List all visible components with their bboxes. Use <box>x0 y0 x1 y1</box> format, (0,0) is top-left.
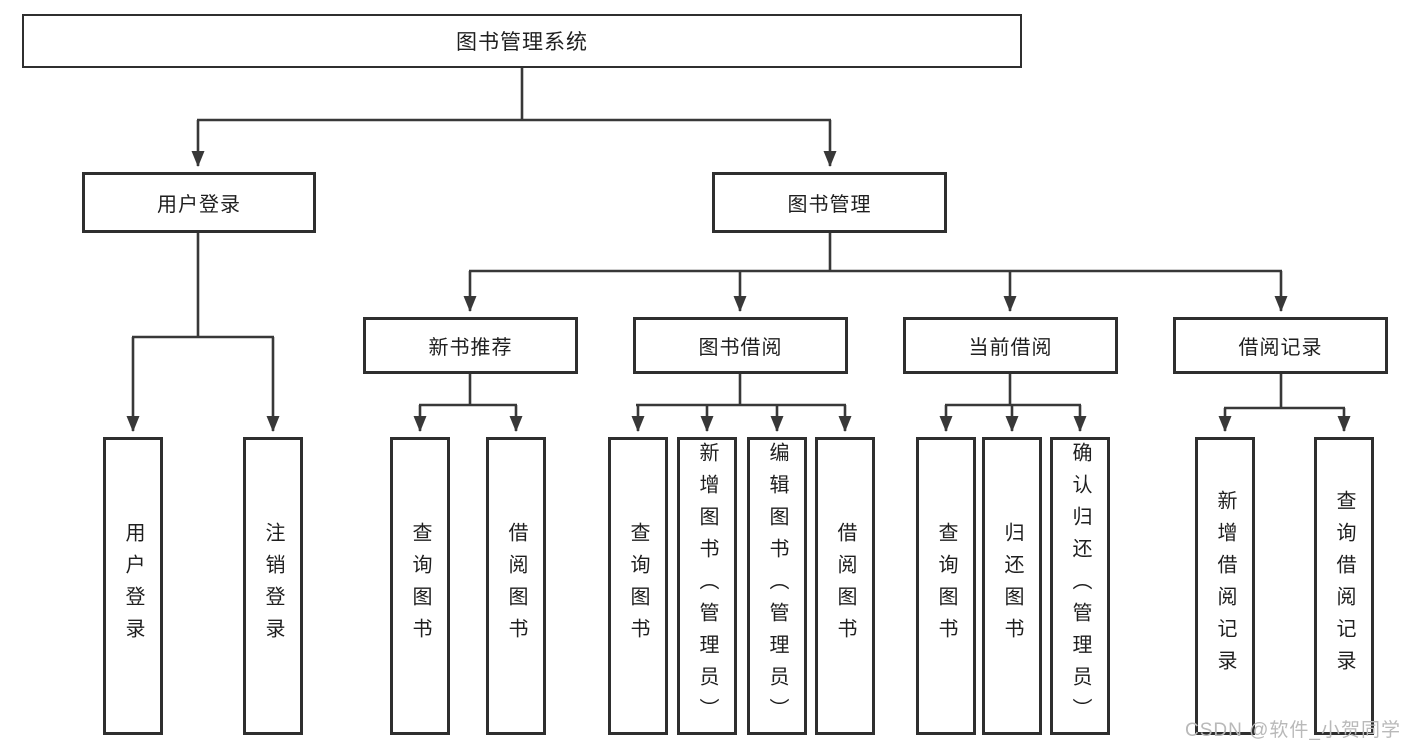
leaf-current-return-books: 归还图书 <box>982 437 1042 735</box>
leaf-label: 借阅图书 <box>505 522 527 650</box>
leaf-current-confirm-return-admin: 确认归还（管理员） <box>1050 437 1110 735</box>
leaf-rec-query-books: 查询图书 <box>390 437 450 735</box>
leaf-label: 新增图书（管理员） <box>696 442 718 730</box>
leaf-label: 用户登录 <box>122 522 144 650</box>
node-label: 图书管理系统 <box>456 31 588 54</box>
node-current-borrowing: 当前借阅 <box>903 317 1118 374</box>
node-library-management-system: 图书管理系统 <box>22 14 1022 68</box>
leaf-label: 确认归还（管理员） <box>1069 442 1091 730</box>
leaf-label: 借阅图书 <box>834 522 856 650</box>
node-user-login: 用户登录 <box>82 172 316 233</box>
node-label: 当前借阅 <box>968 337 1053 359</box>
leaf-rec-borrow-books: 借阅图书 <box>486 437 546 735</box>
node-book-borrowing: 图书借阅 <box>633 317 848 374</box>
node-book-management: 图书管理 <box>712 172 947 233</box>
node-label: 新书推荐 <box>428 337 513 359</box>
leaf-current-query-books: 查询图书 <box>916 437 976 735</box>
node-label: 图书借阅 <box>698 337 783 359</box>
leaf-label: 编辑图书（管理员） <box>766 442 788 730</box>
leaf-user-login: 用户登录 <box>103 437 163 735</box>
leaf-borrow-borrow-books: 借阅图书 <box>815 437 875 735</box>
leaf-label: 归还图书 <box>1001 522 1023 650</box>
node-new-book-recommendation: 新书推荐 <box>363 317 578 374</box>
leaf-label: 查询图书 <box>409 522 431 650</box>
leaf-borrow-add-books-admin: 新增图书（管理员） <box>677 437 737 735</box>
leaf-label: 注销登录 <box>262 522 284 650</box>
leaf-borrow-query-books: 查询图书 <box>608 437 668 735</box>
node-label: 用户登录 <box>157 194 241 216</box>
leaf-label: 查询借阅记录 <box>1333 490 1355 682</box>
leaf-label: 新增借阅记录 <box>1214 490 1236 682</box>
leaf-logout: 注销登录 <box>243 437 303 735</box>
leaf-records-query-record: 查询借阅记录 <box>1314 437 1374 735</box>
leaf-records-add-record: 新增借阅记录 <box>1195 437 1255 735</box>
leaf-label: 查询图书 <box>627 522 649 650</box>
node-label: 图书管理 <box>787 194 872 216</box>
node-borrowing-records: 借阅记录 <box>1173 317 1388 374</box>
node-label: 借阅记录 <box>1238 337 1323 359</box>
leaf-borrow-edit-books-admin: 编辑图书（管理员） <box>747 437 807 735</box>
leaf-label: 查询图书 <box>935 522 957 650</box>
